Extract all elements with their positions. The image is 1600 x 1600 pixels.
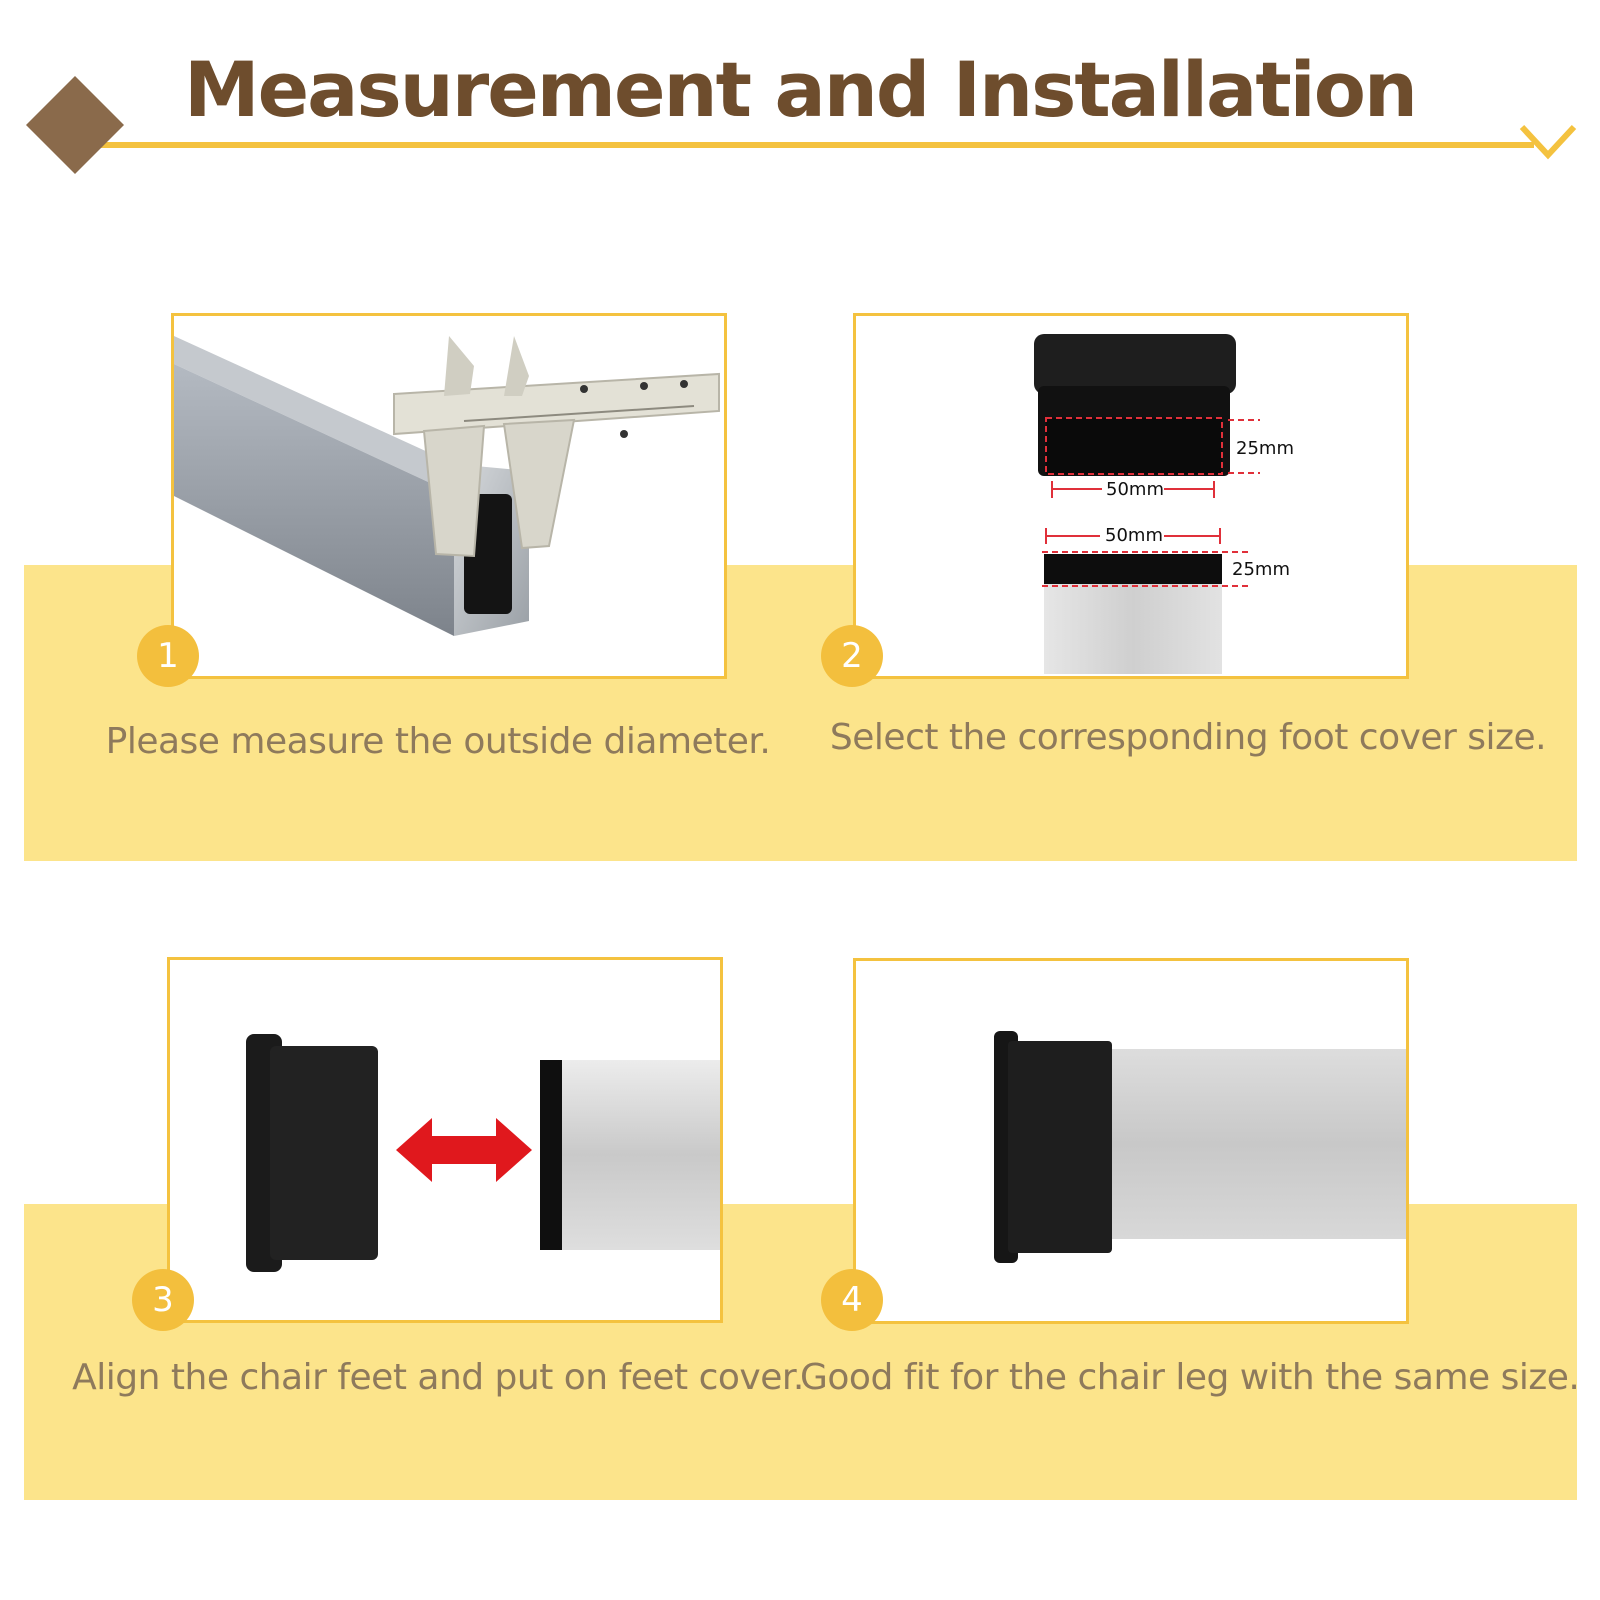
page-title: Measurement and Installation: [183, 45, 1418, 134]
cover-and-tube-alignment-image: [246, 1034, 720, 1272]
step-2-image-panel: 25mm 50mm 50mm 25mm: [853, 313, 1409, 679]
tube-height-label: 25mm: [1232, 559, 1290, 580]
caliper-measuring-tube-image: [174, 336, 720, 636]
step-1-image-panel: [171, 313, 727, 679]
cover-installed-on-tube-image: [994, 1031, 1406, 1263]
cover-height-label: 25mm: [1236, 438, 1294, 459]
step-2-badge: 2: [821, 625, 883, 687]
step-1-caption: Please measure the outside diameter.: [105, 721, 771, 762]
step-1-badge: 1: [137, 625, 199, 687]
tube-width-label: 50mm: [1105, 525, 1163, 546]
chevron-down-icon: [1519, 124, 1577, 160]
diamond-icon: [26, 76, 124, 174]
foot-cover-size-diagram: [1034, 334, 1260, 674]
step-4-badge: 4: [821, 1269, 883, 1331]
step-2-caption: Select the corresponding foot cover size…: [829, 717, 1547, 758]
step-3-caption: Align the chair feet and put on feet cov…: [72, 1357, 804, 1398]
step-4-caption: Good fit for the chair leg with the same…: [800, 1357, 1580, 1398]
header-decoration: [26, 76, 1577, 174]
step-3-image-panel: [167, 957, 723, 1323]
cover-width-label: 50mm: [1106, 479, 1164, 500]
accent-line: [78, 142, 1534, 148]
step-3-badge: 3: [132, 1269, 194, 1331]
step-4-image-panel: [853, 958, 1409, 1324]
